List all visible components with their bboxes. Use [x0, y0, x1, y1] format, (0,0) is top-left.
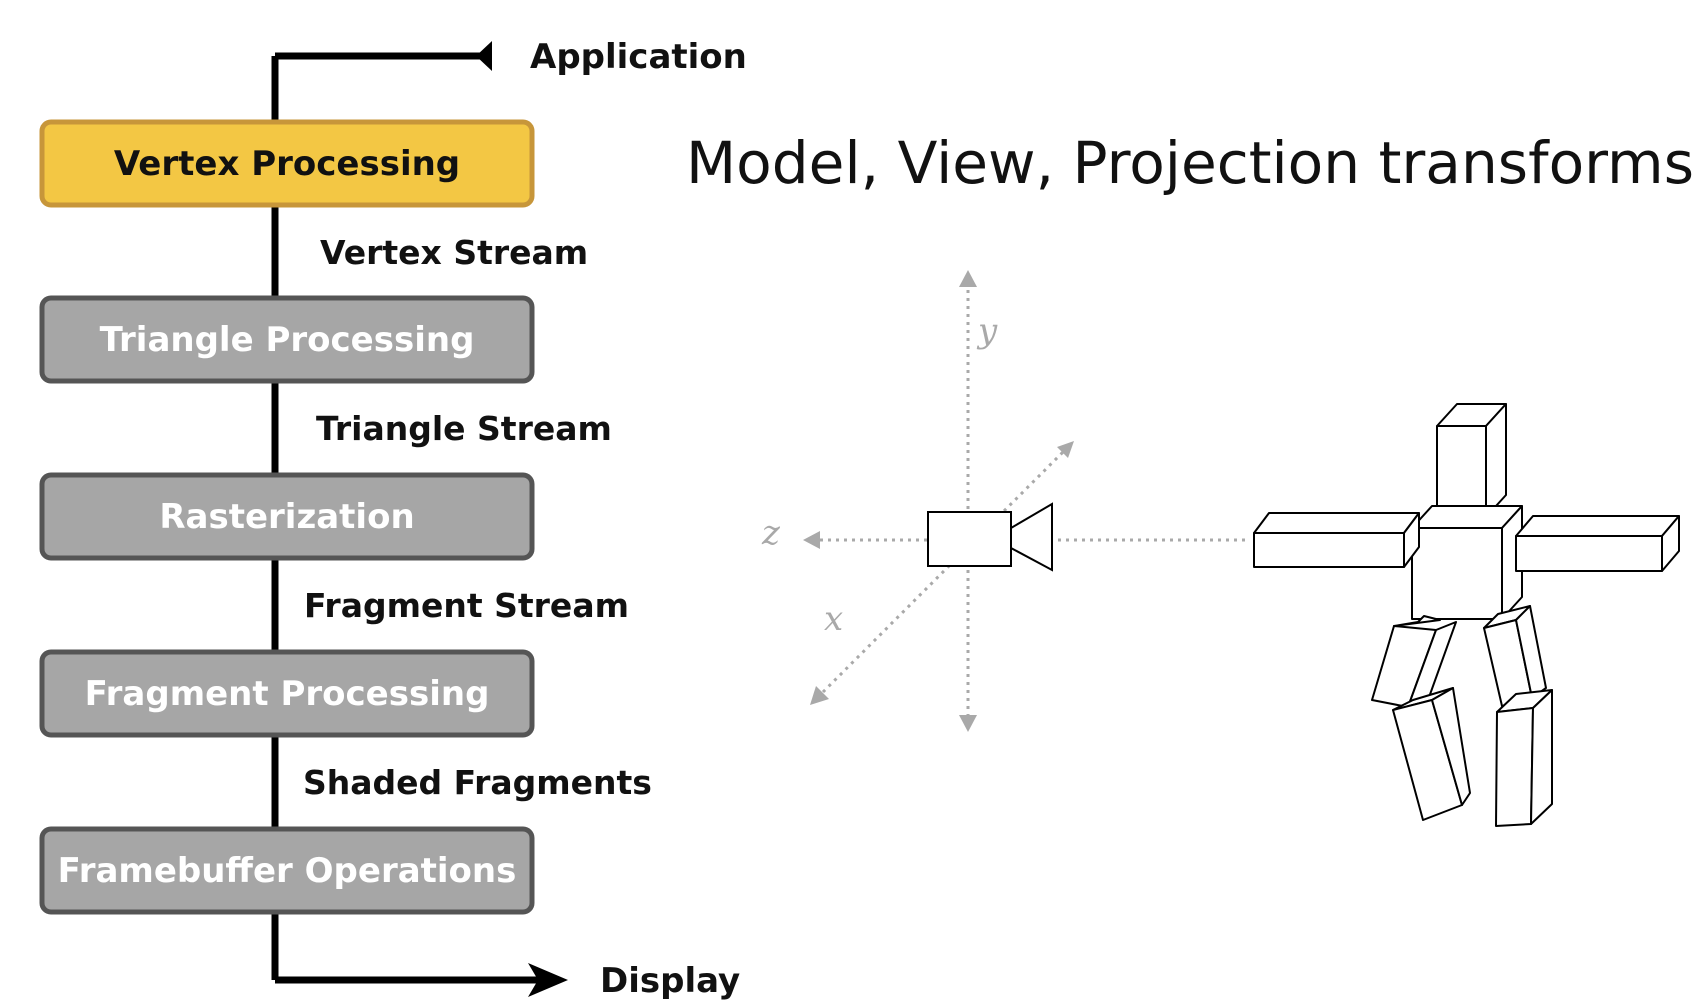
z-axis-label: z	[761, 513, 781, 553]
stage-label: Triangle Processing	[100, 320, 475, 360]
figure-torso	[1411, 505, 1523, 620]
stage-box	[39, 826, 535, 915]
stage-box	[39, 295, 535, 384]
figure-right-upper-leg	[1483, 605, 1547, 707]
stage-vertex-processing: Vertex Processing	[39, 119, 535, 208]
x-arrowhead	[810, 686, 829, 705]
figure-right-lower-leg	[1495, 689, 1553, 827]
stage-box	[39, 119, 535, 208]
stage-label: Fragment Processing	[85, 674, 490, 714]
figure-model	[1253, 403, 1680, 827]
figure-left-upper-leg	[1371, 615, 1457, 708]
input-label: Application	[530, 37, 747, 77]
y-axis-label: y	[976, 311, 998, 351]
stage-label: Rasterization	[159, 497, 414, 537]
y-arrowhead	[959, 270, 977, 287]
z-arrowhead	[803, 531, 820, 549]
x-axis	[821, 450, 1065, 694]
figure-left-arm	[1253, 512, 1420, 568]
stage-fragment-processing: Fragment Processing	[39, 649, 535, 738]
figure-right-arm	[1515, 515, 1680, 572]
x-axis-label: x	[824, 599, 843, 639]
stage-triangle-processing: Triangle Processing	[39, 295, 535, 384]
output-label: Display	[600, 961, 740, 1001]
figure-head	[1436, 403, 1507, 518]
camera-body	[927, 511, 1012, 567]
camera-icon	[927, 502, 1053, 572]
input-arrowhead	[476, 41, 492, 71]
stage-label: Framebuffer Operations	[58, 851, 517, 891]
page-title: Model, View, Projection transforms	[686, 129, 1694, 197]
stage-rasterization: Rasterization	[39, 472, 535, 561]
x-up-arrowhead	[1057, 441, 1074, 458]
stage-framebuffer-operations: Framebuffer Operations	[39, 826, 535, 915]
stream-label-fragment: Fragment Stream	[304, 586, 629, 625]
figure-left-lower-leg	[1392, 687, 1471, 821]
stream-label-triangle: Triangle Stream	[316, 409, 612, 448]
stream-label-shaded: Shaded Fragments	[303, 763, 652, 802]
y-down-arrowhead	[959, 715, 977, 732]
pipeline-diagram: Application Display Vertex Processing Tr…	[39, 37, 747, 1001]
coordinate-axes	[820, 282, 1250, 718]
stage-box	[39, 649, 535, 738]
axis-arrowheads	[803, 270, 1074, 732]
camera-lens	[1010, 502, 1053, 572]
stage-label: Vertex Processing	[114, 144, 460, 184]
stage-box	[39, 472, 535, 561]
output-arrowhead	[528, 963, 568, 997]
stream-label-vertex: Vertex Stream	[320, 233, 588, 272]
